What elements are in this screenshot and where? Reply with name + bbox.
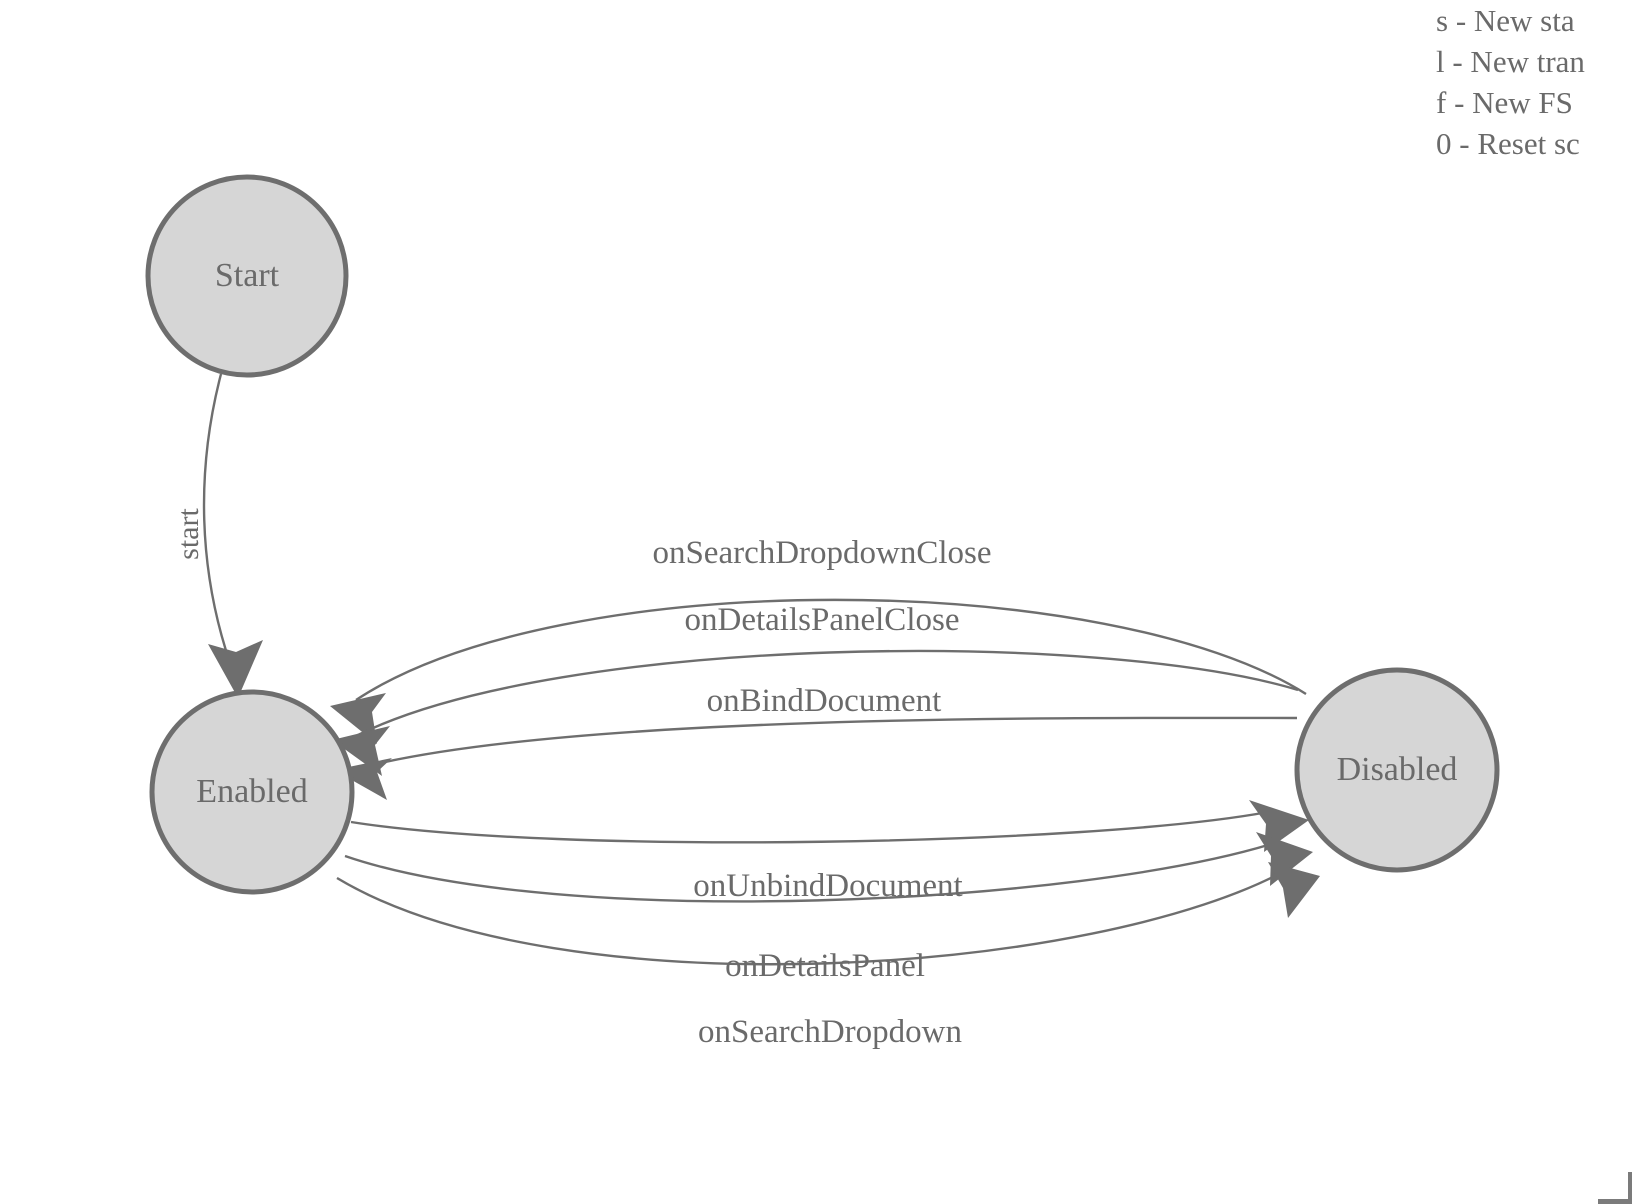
resize-corner-horizontal-bar [1598, 1199, 1632, 1204]
edge-label-on-unbind-document: onUnbindDocument [693, 868, 962, 904]
edge-label-on-details-panel: onDetailsPanel [725, 948, 925, 984]
edge-label-on-bind-document: onBindDocument [707, 683, 942, 719]
node-enabled[interactable]: Enabled [149, 689, 355, 895]
edge-label-on-details-panel-close: onDetailsPanelClose [685, 602, 960, 638]
arrowhead-start [208, 640, 263, 698]
edge-label-start: start [172, 508, 205, 560]
arrowhead-on-search-dropdown [1268, 862, 1320, 918]
edge-path-on-details-panel-close [357, 649, 1299, 737]
transition-start[interactable] [202, 373, 263, 698]
transition-on-bind-document[interactable] [334, 716, 1298, 800]
transition-on-search-dropdown[interactable] [336, 862, 1320, 966]
node-enabled-label: Enabled [196, 773, 307, 810]
resize-corner-vertical-bar [1628, 1172, 1632, 1204]
edge-path-start [202, 373, 233, 667]
transition-on-details-panel[interactable] [344, 832, 1313, 903]
resize-corner-handle[interactable] [1598, 1172, 1632, 1204]
edge-label-on-search-dropdown-close: onSearchDropdownClose [652, 535, 991, 571]
edge-label-on-search-dropdown: onSearchDropdown [698, 1014, 962, 1050]
edge-path-on-details-panel [344, 840, 1279, 903]
edge-path-on-search-dropdown-close [355, 598, 1307, 702]
arrowhead-on-details-panel [1256, 832, 1313, 886]
edge-path-on-bind-document [351, 716, 1298, 772]
node-start-label: Start [215, 257, 280, 294]
node-start[interactable]: Start [145, 174, 349, 378]
edge-path-on-unbind-document [350, 810, 1269, 844]
node-start-circle[interactable] [145, 174, 349, 378]
node-enabled-circle[interactable] [149, 689, 355, 895]
node-disabled-label: Disabled [1337, 751, 1458, 788]
node-disabled[interactable]: Disabled [1294, 667, 1500, 873]
transition-on-unbind-document[interactable] [350, 800, 1309, 852]
node-disabled-circle[interactable] [1294, 667, 1500, 873]
arrowhead-on-unbind-document [1249, 800, 1309, 852]
edge-path-on-search-dropdown [336, 866, 1291, 966]
